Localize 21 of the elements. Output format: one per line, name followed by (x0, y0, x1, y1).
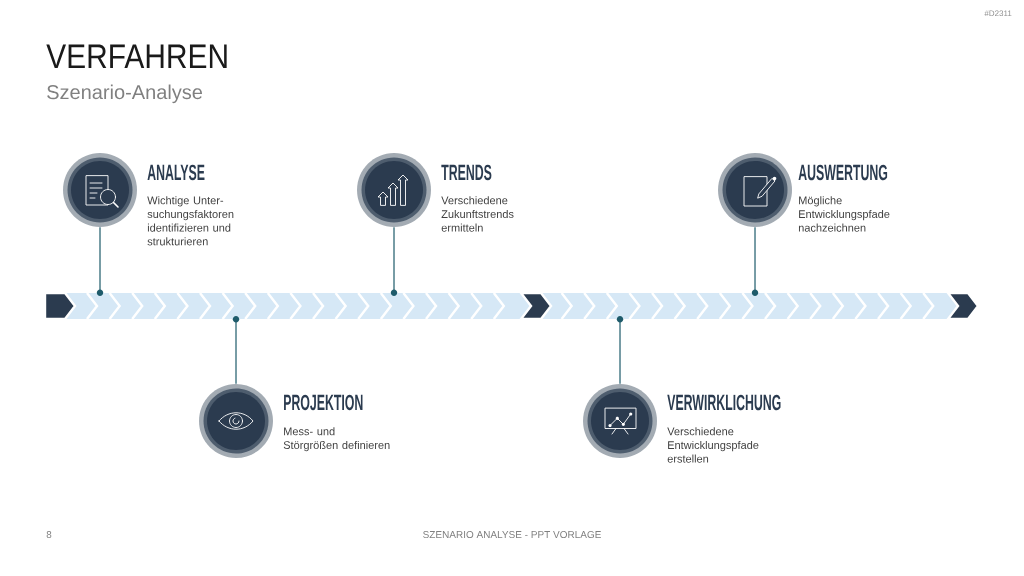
page-number: 8 (46, 531, 52, 539)
step-heading: PROJEKTION (284, 394, 363, 411)
step-description: Verschiedene Zukunftstrends ermitteln (441, 196, 514, 232)
leader-line (751, 226, 759, 296)
step-heading: ANALYSE (147, 164, 205, 181)
step-description: Mögliche Entwicklungspfade nachzeichnen (798, 196, 890, 232)
step-description: Verschiedene Entwicklungspfade erstellen (667, 427, 759, 463)
slide-title: VERFAHREN (46, 44, 227, 68)
footer-text: SZENARIO ANALYSE - PPT VORLAGE (423, 531, 601, 539)
step-heading: AUSWERTUNG (798, 164, 888, 181)
leader-line (616, 316, 624, 385)
slide-id: #D2311 (984, 10, 1012, 17)
leader-line (232, 316, 240, 385)
chevron-timeline (43, 291, 980, 321)
leader-line (390, 226, 398, 296)
slide-subtitle: Szenario-Analyse (47, 84, 203, 104)
leader-line (96, 226, 104, 296)
step-description: Mess- und Störgrößen definieren (283, 427, 390, 452)
step-description: Wichtige Unter- suchungsfaktoren identifizieren und strukturieren (147, 196, 234, 246)
step-heading: VERWIRKLICHUNG (667, 394, 781, 411)
step-heading: TRENDS (441, 164, 492, 181)
